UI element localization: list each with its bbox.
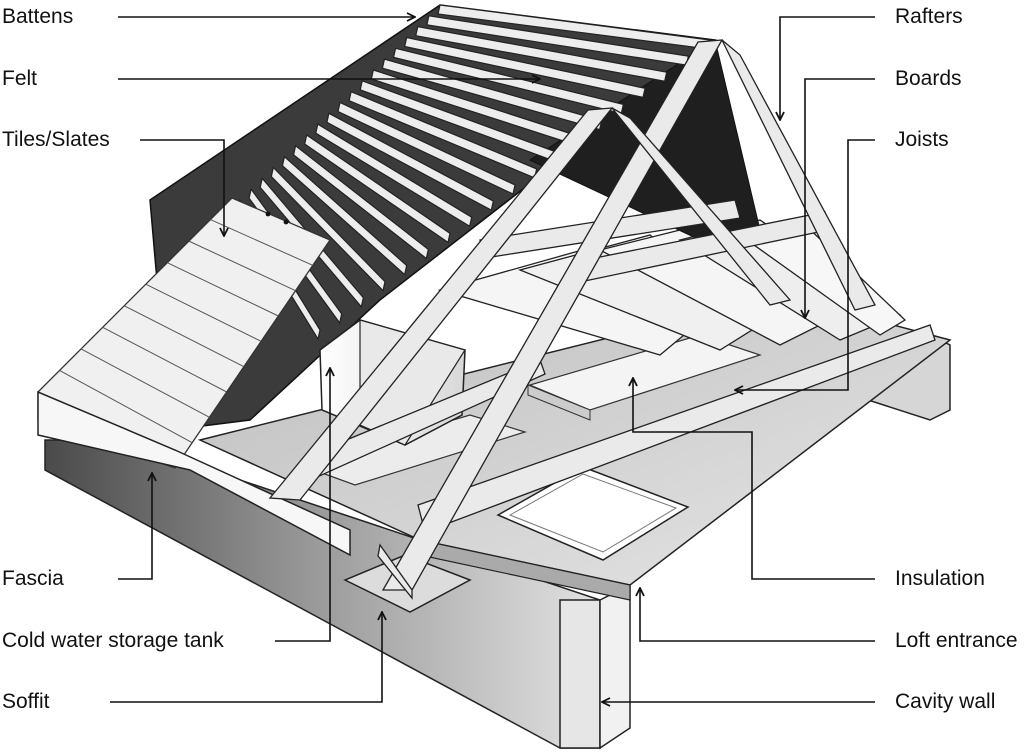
label-cold-water-storage-tank: Cold water storage tank [2,629,224,652]
batten [303,134,451,244]
batten [403,36,646,99]
tile-course [123,305,245,368]
tank-leader [275,368,330,642]
soffit-leader [110,612,382,703]
fascia [37,390,351,557]
cavity-wall [44,339,951,750]
batten [292,144,430,260]
loft-leader [640,588,875,642]
batten [415,25,668,82]
label-fascia: Fascia [2,567,64,590]
batten [281,155,408,276]
tiles-leader [140,139,224,236]
rafters-leader [780,16,875,120]
batten [381,58,603,131]
batten [326,112,495,212]
label-tiles-slates: Tiles/Slates [2,128,110,151]
fascia-leader [118,473,152,580]
joists-leader [735,139,875,390]
tile-course [59,370,193,444]
label-felt: Felt [2,67,38,90]
batten [270,166,386,292]
rafters [268,39,876,600]
label-boards: Boards [895,67,962,90]
leader-lines [110,17,875,702]
label-joists: Joists [895,128,949,151]
tile-course [102,326,227,393]
tile-course [210,219,313,266]
tile-course [145,283,262,342]
tile-course [188,240,296,292]
insulation-leader [633,378,875,580]
label-rafters: Rafters [895,5,963,28]
label-soffit: Soffit [2,690,50,713]
label-cavity-wall: Cavity wall [895,690,996,713]
boards-leader [805,78,875,318]
label-battens: Battens [2,5,74,28]
batten [337,101,516,195]
label-insulation: Insulation [895,567,985,590]
batten [315,123,473,228]
tile-course [167,262,279,317]
label-loft-entrance: Loft entrance [895,629,1018,652]
battens [237,4,711,341]
joists [309,199,936,533]
tile-course [80,348,210,418]
